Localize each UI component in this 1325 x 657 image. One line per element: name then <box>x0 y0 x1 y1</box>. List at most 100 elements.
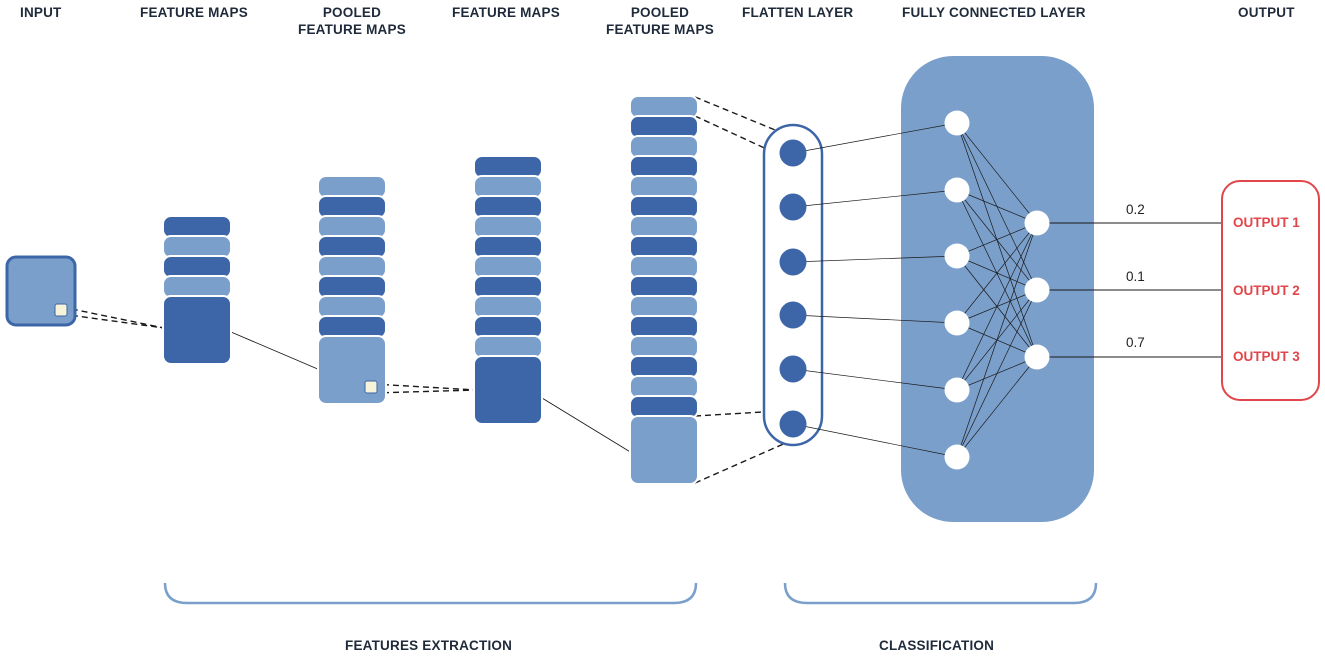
output-box <box>1221 180 1320 401</box>
features-extraction-bracket <box>163 582 698 605</box>
flatten-node <box>779 193 807 221</box>
hidden-to-output-edge <box>956 222 1038 458</box>
output-node <box>1024 277 1050 303</box>
header-pooled-1-line1: POOLED <box>322 5 382 20</box>
pooled-feature-maps-1-layer <box>317 195 387 219</box>
header-fully-connected-layer: FULLY CONNECTED LAYER <box>902 5 1086 20</box>
header-output: OUTPUT <box>1238 5 1295 20</box>
flatten-node <box>779 248 807 276</box>
pooled-feature-maps-1-layer <box>317 315 387 339</box>
feature-maps-2-layer <box>473 315 543 339</box>
pooled-kernel-patch <box>364 380 378 394</box>
flatten-node <box>779 139 807 167</box>
flatten-to-hidden-edge <box>792 189 958 208</box>
flatten-to-hidden-edge <box>792 255 958 263</box>
pooled-feature-maps-1-layer <box>317 175 387 199</box>
pooled-feature-maps-2-layer <box>629 215 699 239</box>
hidden-node <box>944 110 970 136</box>
feature-maps-1 <box>162 215 232 365</box>
header-pooled-2-line1: POOLED <box>630 5 690 20</box>
feature-maps-1-layer <box>162 235 232 259</box>
flatten-node <box>779 355 807 383</box>
pooled-feature-maps-2-layer <box>629 295 699 319</box>
feature-maps-2-layer <box>473 275 543 299</box>
header-input: INPUT <box>20 5 62 20</box>
hidden-node <box>944 243 970 269</box>
hidden-to-output-edge <box>956 222 1038 257</box>
pooled-feature-maps-2-front-map <box>629 415 699 485</box>
output-3-label: OUTPUT 3 <box>1233 349 1300 364</box>
pooled-feature-maps-2-layer <box>629 395 699 419</box>
header-pooled-feature-maps-2: POOLED FEATURE MAPS <box>606 4 714 38</box>
pooled-feature-maps-2-layer <box>629 375 699 399</box>
flatten-to-hidden-edge <box>792 423 958 458</box>
pooled-feature-maps-2-layer <box>629 235 699 259</box>
pooled-feature-maps-2-layer <box>629 275 699 299</box>
pooled-feature-maps-2-layer <box>629 255 699 279</box>
flatten-to-hidden-edge <box>792 122 958 154</box>
pooled-feature-maps-1-layer <box>317 255 387 279</box>
input-to-fm1-dash <box>61 306 165 329</box>
flatten-layer-capsule <box>762 123 824 447</box>
pooled-feature-maps-1-layer <box>317 215 387 239</box>
pooled-feature-maps-2 <box>629 95 699 485</box>
pooled-feature-maps-2-layer <box>629 175 699 199</box>
fully-connected-background <box>901 56 1094 522</box>
pool1-to-fm2-dash <box>372 389 477 394</box>
classification-label: CLASSIFICATION <box>879 638 995 653</box>
feature-maps-2-layer <box>473 155 543 179</box>
header-pooled-feature-maps-1: POOLED FEATURE MAPS <box>298 4 406 38</box>
fm2-to-pool2-line <box>541 397 633 454</box>
header-feature-maps-2: FEATURE MAPS <box>452 5 560 20</box>
output-2-label: OUTPUT 2 <box>1233 283 1300 298</box>
feature-maps-1-front-map <box>162 295 232 365</box>
hidden-to-output-edge <box>956 222 1038 324</box>
header-pooled-1-line2: FEATURE MAPS <box>298 22 406 37</box>
pooled-feature-maps-2-layer <box>629 95 699 119</box>
hidden-node <box>944 377 970 403</box>
feature-maps-1-layer <box>162 215 232 239</box>
features-extraction-label: FEATURES EXTRACTION <box>345 638 513 653</box>
fully-connected-network <box>762 56 1320 522</box>
pooled-feature-maps-1-layer <box>317 275 387 299</box>
pooled-feature-maps-2-layer <box>629 195 699 219</box>
pooled-feature-maps-2-layer <box>629 355 699 379</box>
output-1-value: 0.2 <box>1126 202 1145 217</box>
hidden-to-output-edge <box>956 189 1038 291</box>
hidden-to-output-edge <box>956 289 1038 458</box>
fm1-to-pool1-line <box>230 331 321 371</box>
feature-maps-2-layer <box>473 195 543 219</box>
hidden-to-output-edge <box>956 189 1038 224</box>
feature-maps-2-layer <box>473 255 543 279</box>
output-node <box>1024 210 1050 236</box>
input-kernel-patch <box>54 303 68 317</box>
feature-maps-1-layer <box>162 275 232 299</box>
output-3-value: 0.7 <box>1126 335 1145 350</box>
output-1-label: OUTPUT 1 <box>1233 215 1300 230</box>
input-to-fm1-dash <box>61 313 165 329</box>
pooled-feature-maps-1-front-map <box>317 335 387 405</box>
feature-maps-2-layer <box>473 295 543 319</box>
pool1-to-fm2-dash <box>372 383 477 391</box>
feature-maps-2-layer <box>473 335 543 359</box>
flatten-node <box>779 410 807 438</box>
flatten-node <box>779 301 807 329</box>
pooled-feature-maps-1 <box>317 175 387 405</box>
output-node <box>1024 344 1050 370</box>
feature-maps-1-layer <box>162 255 232 279</box>
header-feature-maps-1: FEATURE MAPS <box>140 5 248 20</box>
feature-maps-2-layer <box>473 175 543 199</box>
pooled-feature-maps-2-layer <box>629 155 699 179</box>
hidden-node <box>944 177 970 203</box>
group-brackets <box>163 582 1098 605</box>
feature-maps-2 <box>473 155 543 425</box>
feature-maps-2-layer <box>473 215 543 239</box>
hidden-node <box>944 444 970 470</box>
pool2-to-flatten-dash <box>694 437 798 484</box>
feature-map-stacks <box>5 95 699 485</box>
hidden-to-output-edge <box>956 222 1038 391</box>
pooled-feature-maps-1-layer <box>317 295 387 319</box>
feature-maps-2-front-map <box>473 355 543 425</box>
classification-bracket <box>783 582 1098 605</box>
